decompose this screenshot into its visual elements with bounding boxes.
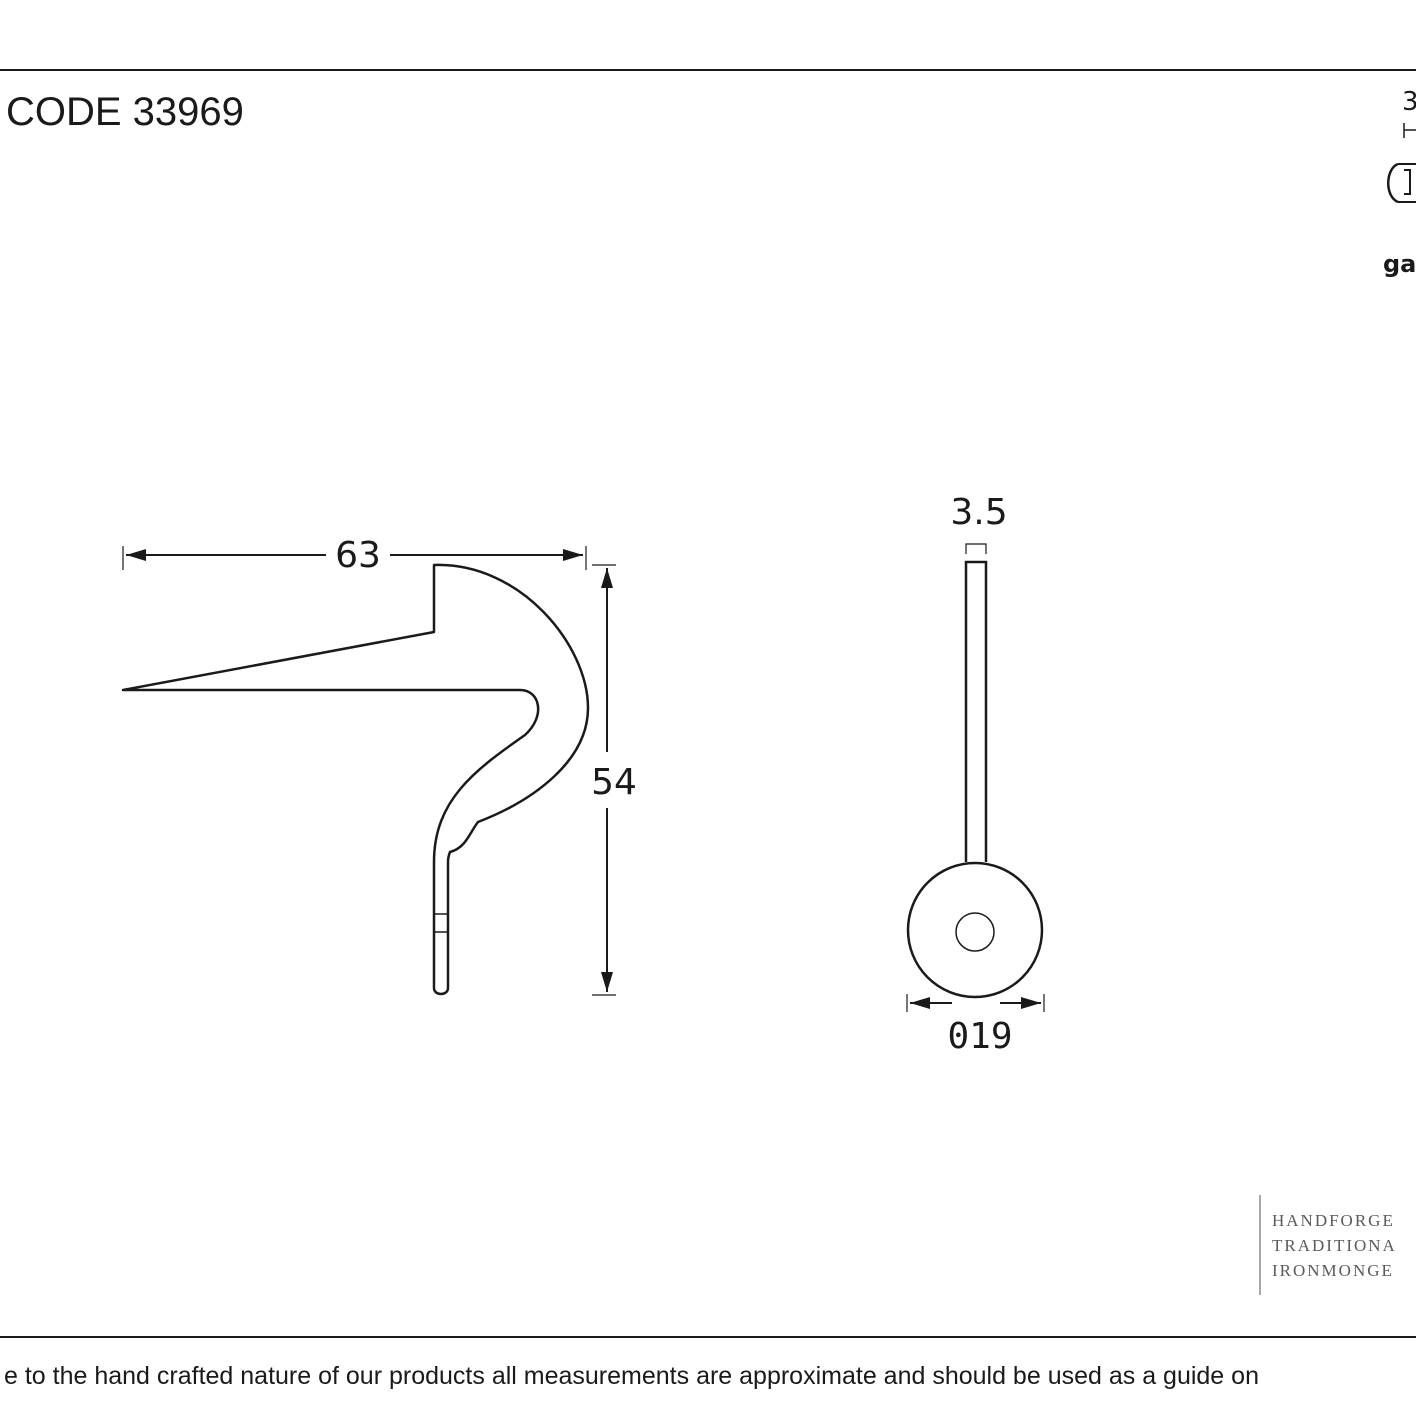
end-view: 3.5 019	[906, 492, 1045, 1057]
screw-gauge-label: ga	[1383, 250, 1416, 278]
width-arrow-right	[563, 549, 583, 561]
brand-line-2: TRADITIONA	[1272, 1236, 1397, 1255]
width-dimension-label: 63	[335, 535, 381, 576]
diameter-arrow-left	[910, 997, 930, 1009]
brand-block: HANDFORGE TRADITIONA IRONMONGE	[1259, 1195, 1397, 1295]
screw-size-label: 3	[1402, 87, 1416, 117]
width-dimension: 63	[122, 535, 587, 576]
thickness-dimension-label: 3.5	[950, 492, 1007, 533]
height-dimension-label: 54	[591, 762, 637, 803]
height-arrow-bottom	[601, 972, 613, 992]
diameter-arrow-right	[1021, 997, 1041, 1009]
brand-line-1: HANDFORGE	[1272, 1211, 1395, 1230]
round-fixing-plate	[906, 861, 1044, 999]
side-view: 63 54	[121, 535, 637, 996]
height-arrow-top	[601, 568, 613, 588]
product-code: CODE 33969	[6, 90, 244, 134]
height-dimension: 54	[591, 564, 637, 996]
width-arrow-left	[126, 549, 146, 561]
diameter-dimension-label: 019	[947, 1016, 1012, 1057]
plate-stem	[964, 560, 988, 862]
bracket-side-profile	[121, 563, 590, 996]
footer-disclaimer: e to the hand crafted nature of our prod…	[4, 1362, 1259, 1390]
fixing-screw-hole	[955, 912, 995, 952]
brand-line-3: IRONMONGE	[1272, 1261, 1394, 1280]
thickness-dimension-bracket	[965, 543, 987, 554]
diameter-dimension: 019	[906, 994, 1045, 1057]
screw-detail: 3 ga	[1383, 87, 1416, 278]
screw-head-icon	[1387, 162, 1416, 204]
